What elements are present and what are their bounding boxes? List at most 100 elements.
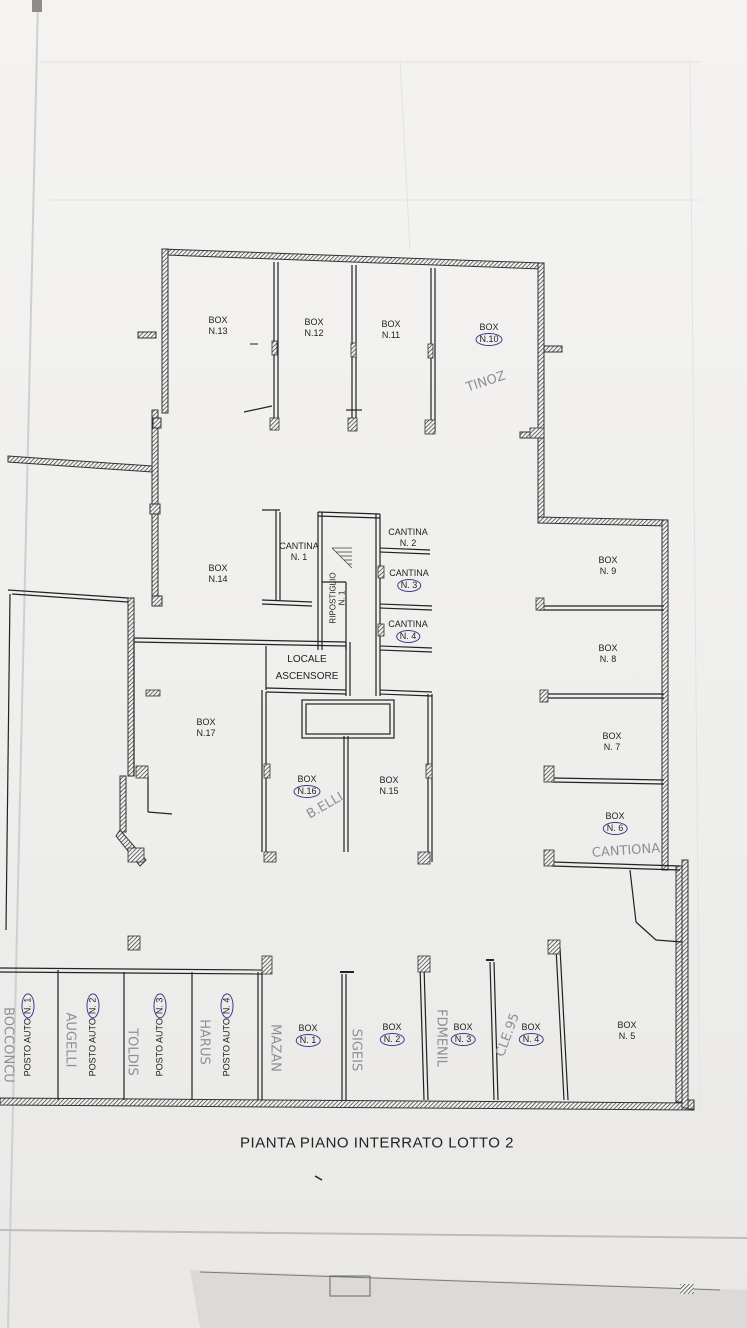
- cantina-4-number: N. 4: [388, 630, 428, 643]
- posto-auto-1-label: POSTO AUTON. 1: [21, 993, 35, 1077]
- sheet-edge: [0, 1229, 747, 1239]
- locale-line: LOCALE: [287, 654, 327, 665]
- box-4-number: N. 4: [518, 1033, 544, 1046]
- locale-ascensore-label: LOCALE ASCENSORE: [276, 651, 339, 685]
- underlying-sheet-mark: [329, 1275, 371, 1297]
- box-14-type: BOX: [208, 563, 228, 573]
- plan-title: PIANTA PIANO INTERRATO LOTTO 2: [240, 1134, 514, 1152]
- box-1-type: BOX: [298, 1023, 318, 1033]
- box-5-type: BOX: [617, 1020, 637, 1030]
- box-9-type: BOX: [598, 555, 618, 565]
- ripostiglio-number-text: N. 1: [337, 590, 347, 606]
- posto-auto-4-number: N. 4: [220, 993, 234, 1019]
- hand-pa-2-note: AUGELLI: [62, 1012, 78, 1068]
- posto-auto-1-text: POSTO AUTO: [22, 1018, 33, 1077]
- box-10-type: BOX: [479, 322, 499, 332]
- hand-box-1-note: MAZAN: [267, 1024, 283, 1072]
- box-5-number: N. 5: [618, 1031, 636, 1041]
- cantina-1-type: CANTINA: [279, 541, 319, 551]
- underlying-sheet: [190, 1270, 747, 1328]
- box-1-number: N. 1: [295, 1034, 321, 1047]
- cantina-1-number: N. 1: [290, 552, 308, 562]
- box-16-number: N.16: [293, 785, 321, 798]
- paper-clip: [32, 0, 42, 12]
- cantina-3-number: N. 3: [389, 579, 429, 592]
- cantina-4-type: CANTINA: [388, 619, 428, 629]
- box-15-number: N.15: [379, 786, 399, 796]
- cantina-2-type: CANTINA: [388, 527, 428, 537]
- cantina-3-type: CANTINA: [389, 568, 429, 578]
- hand-box-2-note: SIGEIS: [348, 1028, 364, 1072]
- box-17-type: BOX: [196, 717, 216, 727]
- stray-mark: [314, 1175, 323, 1181]
- box-2-type: BOX: [382, 1022, 402, 1032]
- ascensore-line: ASCENSORE: [275, 671, 339, 682]
- box-7-number: N. 7: [603, 742, 621, 752]
- hand-box-3-note: FDMENIL: [433, 1009, 449, 1067]
- box-11-number: N.11: [381, 330, 401, 340]
- box-6-number: N. 6: [602, 822, 628, 835]
- box-2-number: N. 2: [379, 1033, 405, 1046]
- underlying-sheet-hatch: [680, 1284, 694, 1294]
- posto-auto-4-label: POSTO AUTON. 4: [220, 993, 234, 1077]
- posto-auto-3-label: POSTO AUTON. 3: [153, 993, 167, 1077]
- box-8-type: BOX: [598, 643, 618, 653]
- walls: [0, 248, 695, 1111]
- box-9-number: N. 9: [599, 566, 617, 576]
- faint-grid: [40, 59, 701, 1111]
- box-3-number: N. 3: [450, 1033, 476, 1046]
- box-15-type: BOX: [379, 775, 399, 785]
- box-7-type: BOX: [602, 731, 622, 741]
- box-17-number: N.17: [196, 728, 216, 738]
- posto-auto-4-text: POSTO AUTO: [221, 1018, 232, 1077]
- posto-auto-2-text: POSTO AUTO: [87, 1018, 98, 1077]
- box-8-number: N. 8: [599, 654, 617, 664]
- box-12-number: N.12: [304, 328, 324, 338]
- paper-fold-line: [7, 0, 39, 1328]
- partitions: [0, 262, 683, 1101]
- box-6-type: BOX: [605, 811, 625, 821]
- cantina-2-number: N. 2: [399, 538, 417, 548]
- box-14-number: N.14: [208, 574, 228, 584]
- posto-auto-2-label: POSTO AUTON. 2: [86, 993, 100, 1077]
- box-12-type: BOX: [304, 317, 324, 327]
- box-11-type: BOX: [381, 319, 401, 329]
- posto-auto-2-number: N. 2: [86, 993, 100, 1019]
- posto-auto-3-text: POSTO AUTO: [154, 1018, 165, 1077]
- box-3-type: BOX: [453, 1022, 473, 1032]
- hand-pa-1-note: BOCCONCU: [0, 1007, 16, 1083]
- hand-pa-4-note: HARUS: [196, 1019, 212, 1065]
- box-13-type: BOX: [208, 315, 228, 325]
- hand-pa-3-note: TOLDIS: [124, 1028, 140, 1076]
- box-13-number: N.13: [208, 326, 228, 336]
- box-4-type: BOX: [521, 1022, 541, 1032]
- ripostiglio-number: N. 1: [337, 591, 348, 606]
- box-10-number: N.10: [475, 333, 503, 346]
- underlying-sheet-line: [199, 1271, 721, 1291]
- posto-auto-3-number: N. 3: [153, 993, 167, 1019]
- columns: [127, 340, 561, 975]
- box-16-type: BOX: [297, 774, 317, 784]
